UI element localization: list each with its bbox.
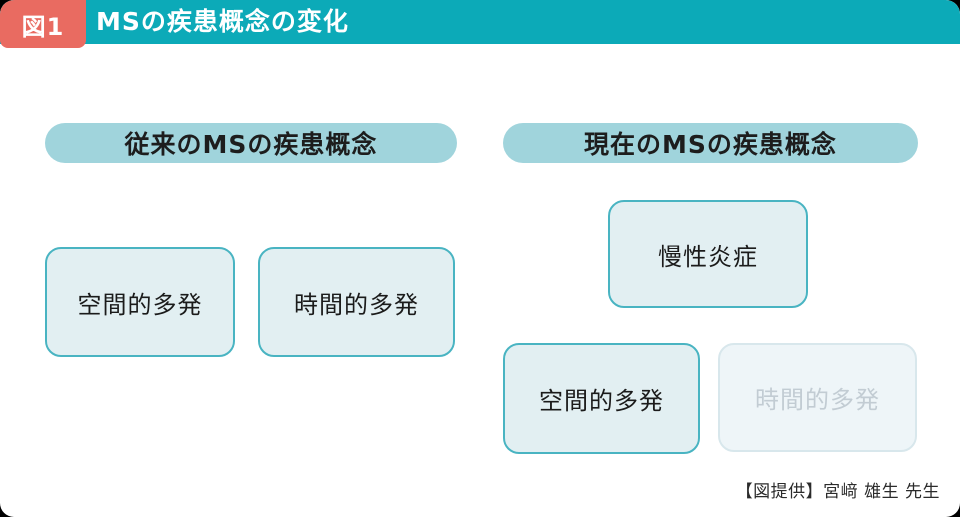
figure-credit: 【図提供】宮﨑 雄生 先生 — [735, 482, 940, 502]
figure-title: MSの疾患概念の変化 — [96, 7, 349, 36]
concept-box-temporal-dissemination-traditional: 時間的多発 — [258, 247, 455, 357]
figure-number-badge: 図1 — [0, 0, 86, 48]
concept-box-temporal-dissemination-current-faded: 時間的多発 — [718, 343, 917, 452]
concept-box-spatial-dissemination-current: 空間的多発 — [503, 343, 700, 454]
concept-box-chronic-inflammation: 慢性炎症 — [608, 200, 808, 308]
section-header-current-concept: 現在のMSの疾患概念 — [503, 123, 918, 163]
section-header-traditional-concept: 従来のMSの疾患概念 — [45, 123, 457, 163]
concept-box-spatial-dissemination-traditional: 空間的多発 — [45, 247, 235, 357]
figure-header-bar — [0, 0, 960, 44]
